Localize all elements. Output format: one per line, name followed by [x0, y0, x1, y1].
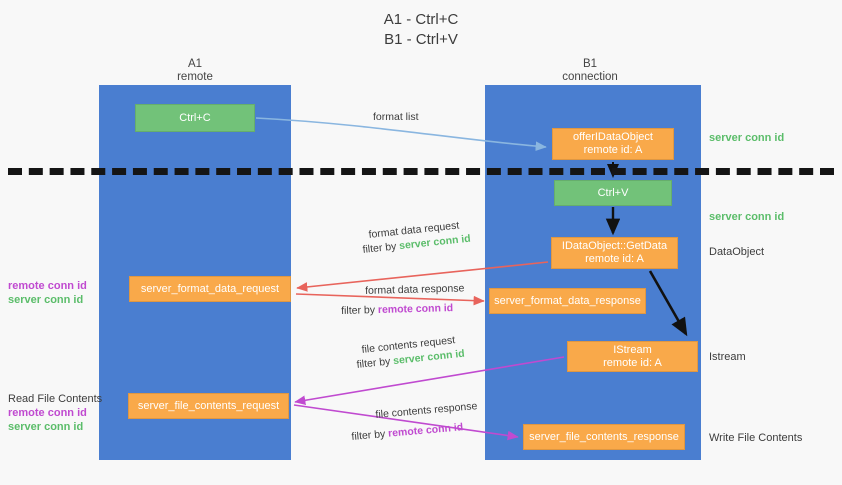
- node-offer-idataobject[interactable]: offerIDataObject remote id: A: [552, 128, 674, 160]
- lane-a1-sub: remote: [177, 71, 213, 83]
- node-offer-idataobject-sub: remote id: A: [583, 144, 643, 156]
- diagram-title: A1 - Ctrl+C B1 - Ctrl+V: [0, 10, 842, 50]
- node-server-format-data-response-label: server_format_data_response: [494, 294, 641, 307]
- node-server-format-data-response[interactable]: server_format_data_response: [489, 288, 646, 314]
- annotation-left-server-conn-id-1: server conn id: [8, 294, 84, 306]
- filter-key-remote-conn-id: remote conn id: [377, 302, 454, 317]
- edge-label-format-data-response-filter: filter by remote conn id: [341, 302, 453, 317]
- lane-header-a1: A1 remote: [125, 58, 265, 84]
- phase-divider: [8, 168, 834, 175]
- annotation-left-remote-conn-id-1: remote conn id: [8, 280, 87, 292]
- lane-header-b1: B1 connection: [520, 58, 660, 84]
- annotation-right-server-conn-id-2: server conn id: [709, 211, 785, 223]
- node-ctrl-v[interactable]: Ctrl+V: [554, 180, 672, 206]
- node-server-file-contents-request[interactable]: server_file_contents_request: [128, 393, 289, 419]
- annotation-left-conn-ids-2: Read File Contents remote conn id server…: [8, 392, 102, 434]
- annotation-right-write-file-contents: Write File Contents: [709, 432, 803, 444]
- node-istream-label: IStream: [613, 343, 652, 356]
- node-server-file-contents-response[interactable]: server_file_contents_response: [523, 424, 685, 450]
- filter-prefix: filter by: [351, 427, 389, 443]
- lane-b1-name: B1: [582, 58, 598, 70]
- annotation-left-server-conn-id-2: server conn id: [8, 421, 84, 433]
- filter-prefix: filter by: [341, 304, 379, 317]
- node-ctrl-c[interactable]: Ctrl+C: [135, 104, 255, 132]
- node-server-format-data-request-label: server_format_data_request: [140, 282, 280, 295]
- edge-label-format-data-response: format data response: [365, 282, 465, 297]
- filter-prefix: filter by: [362, 240, 400, 256]
- annotation-left-conn-ids-1: remote conn id server conn id: [8, 279, 87, 307]
- edge-label-file-contents-response: file contents response: [375, 400, 478, 421]
- annotation-right-dataobject: DataObject: [709, 246, 765, 258]
- filter-prefix: filter by: [356, 355, 394, 371]
- node-server-file-contents-response-label: server_file_contents_response: [529, 430, 679, 443]
- node-ctrl-c-label: Ctrl+C: [179, 111, 211, 124]
- node-server-format-data-request[interactable]: server_format_data_request: [129, 276, 291, 302]
- annotation-right-istream: Istream: [709, 351, 746, 363]
- lane-b1-sub: connection: [562, 71, 618, 83]
- node-istream[interactable]: IStream remote id: A: [567, 341, 698, 372]
- edge-label-format-list: format list: [373, 111, 419, 123]
- annotation-left-read-file-contents: Read File Contents: [8, 393, 103, 405]
- annotation-left-remote-conn-id-2: remote conn id: [8, 407, 87, 419]
- title-line-1: A1 - Ctrl+C: [383, 11, 459, 28]
- edge-label-file-contents-response-filter: filter by remote conn id: [351, 421, 464, 443]
- node-idataobject-getdata-label: IDataObject::GetData: [561, 240, 668, 252]
- node-idataobject-getdata[interactable]: IDataObject::GetData remote id: A: [551, 237, 678, 269]
- node-ctrl-v-label: Ctrl+V: [597, 186, 629, 199]
- annotation-right-server-conn-id-1: server conn id: [709, 132, 785, 144]
- node-idataobject-getdata-sub: remote id: A: [585, 253, 644, 265]
- node-server-file-contents-request-label: server_file_contents_request: [137, 399, 280, 412]
- node-istream-sub: remote id: A: [603, 356, 662, 369]
- title-line-2: B1 - Ctrl+V: [384, 31, 458, 48]
- lane-a1-name: A1: [187, 58, 203, 70]
- filter-key-remote-conn-id: remote conn id: [387, 421, 464, 440]
- node-offer-idataobject-label: offerIDataObject: [573, 131, 653, 143]
